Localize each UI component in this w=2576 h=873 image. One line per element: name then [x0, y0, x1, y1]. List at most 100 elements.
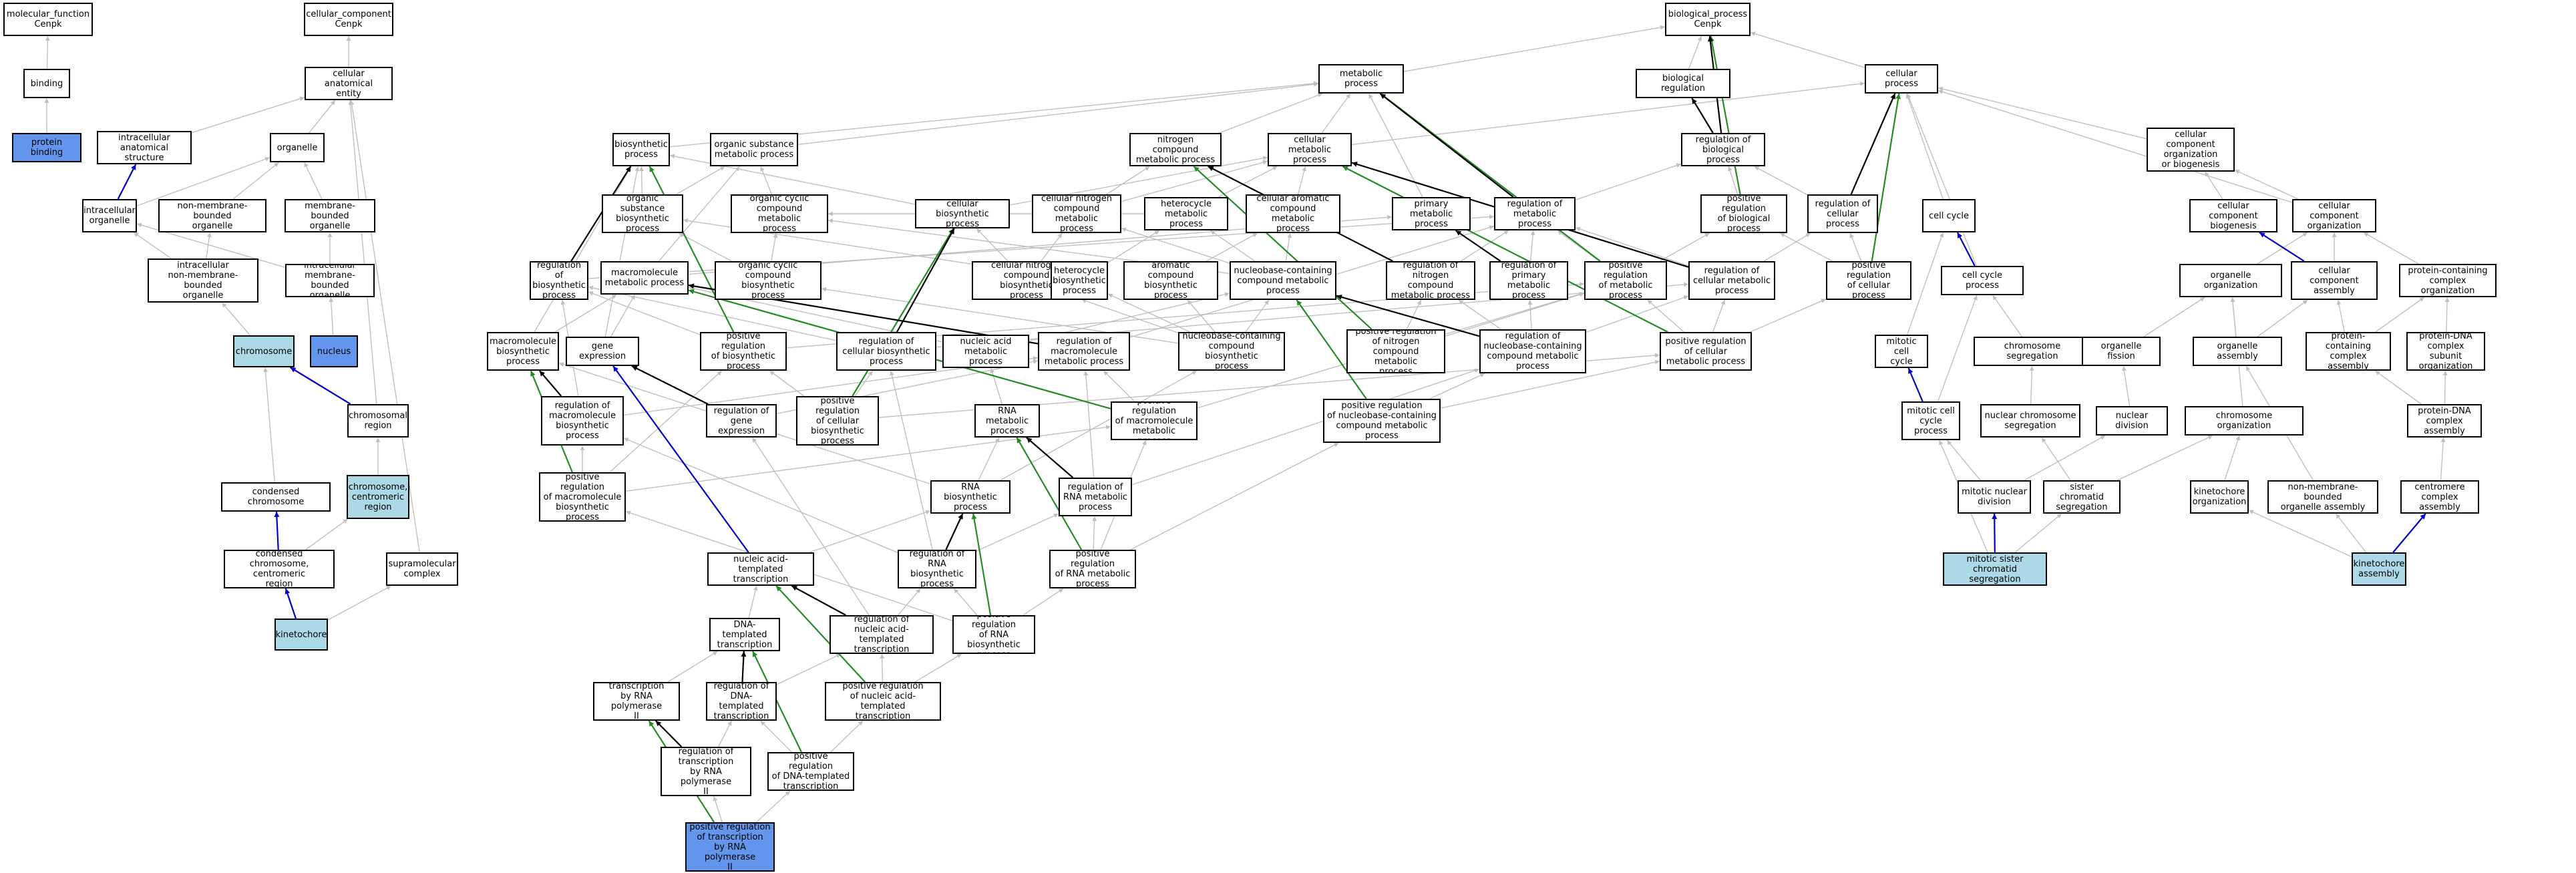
node-rnatt[interactable]: regulation of nucleic acid-templated tra…	[830, 615, 934, 654]
node-rge[interactable]: regulation of gene expression	[706, 404, 777, 438]
node-pdcso[interactable]: protein-DNA complex subunit organization	[2406, 332, 2485, 371]
node-cca2[interactable]: centromere complex assembly	[2400, 480, 2479, 514]
node-prncmp[interactable]: positive regulation of nitrogen compound…	[1346, 329, 1445, 373]
node-geneexp[interactable]: gene expression	[566, 337, 639, 366]
node-chromseg[interactable]: chromosome segregation	[1974, 337, 2091, 366]
node-prcp[interactable]: positive regulation of cellular process	[1826, 261, 1911, 300]
node-rbiosp[interactable]: regulation of biosynthetic process	[530, 261, 588, 300]
node-namp[interactable]: nucleic acid metabolic process	[942, 335, 1029, 368]
node-cca[interactable]: cellular component assembly	[2291, 261, 2378, 300]
node-kinetochore[interactable]: kinetochore	[274, 619, 328, 651]
node-cellcycle[interactable]: cell cycle	[1922, 199, 1976, 232]
node-bioreg[interactable]: biological regulation	[1636, 69, 1730, 98]
node-prrnabp[interactable]: positive regulation of RNA biosynthetic …	[952, 615, 1035, 654]
node-prdnatt[interactable]: positive regulation of DNA-templated tra…	[767, 752, 854, 791]
node-prmp[interactable]: positive regulation of metabolic process	[1584, 261, 1667, 300]
node-pmp[interactable]: primary metabolic process	[1392, 197, 1471, 230]
node-metabolic[interactable]: metabolic process	[1318, 64, 1404, 94]
node-mcc[interactable]: mitotic cell cycle	[1875, 335, 1928, 368]
node-ccob[interactable]: cellular component organization or bioge…	[2147, 128, 2235, 172]
node-osbp[interactable]: organic substance biosynthetic process	[602, 194, 683, 233]
node-prbp[interactable]: positive regulation of biological proces…	[1700, 194, 1787, 233]
node-natrans[interactable]: nucleic acid-templated transcription	[707, 552, 814, 586]
node-bp[interactable]: biological_process Cenpk	[1665, 3, 1751, 36]
node-rmbiosp[interactable]: regulation of macromolecule biosynthetic…	[541, 396, 624, 446]
node-kinassembly[interactable]: kinetochore assembly	[2352, 552, 2406, 586]
node-mf[interactable]: molecular_function Cenpk	[3, 3, 93, 36]
node-rcmp[interactable]: regulation of cellular metabolic process	[1688, 261, 1775, 300]
node-prnatt[interactable]: positive regulation of nucleic acid-temp…	[825, 682, 941, 721]
node-rnamp[interactable]: RNA metabolic process	[974, 404, 1040, 438]
node-chrom_centromeric[interactable]: chromosome, centromeric region	[347, 475, 409, 519]
node-nucdiv[interactable]: nuclear division	[2096, 406, 2168, 435]
node-prmmp[interactable]: positive regulation of macromolecule met…	[1111, 401, 1198, 440]
node-osmp[interactable]: organic substance metabolic process	[710, 133, 798, 166]
node-prtrnap2[interactable]: positive regulation of transcription by …	[685, 822, 775, 872]
node-nbccmp[interactable]: nucleobase-containing compound metabolic…	[1230, 261, 1336, 300]
node-binding[interactable]: binding	[23, 69, 70, 98]
node-protein_binding[interactable]: protein binding	[12, 133, 81, 162]
node-cae[interactable]: cellular anatomical entity	[305, 67, 393, 100]
node-chromosome[interactable]: chromosome	[233, 335, 295, 367]
node-pcco[interactable]: protein-containing complex organization	[2399, 264, 2497, 297]
node-rmmp[interactable]: regulation of macromolecule metabolic pr…	[1038, 332, 1130, 371]
node-rtrnap2[interactable]: regulation of transcription by RNA polym…	[661, 747, 751, 796]
node-prnbccmp[interactable]: positive regulation of nucleobase-contai…	[1323, 399, 1441, 443]
node-prrnamp[interactable]: positive regulation of RNA metabolic pro…	[1049, 550, 1136, 588]
node-dnatrans[interactable]: DNA-templated transcription	[709, 618, 780, 651]
node-supramolecular[interactable]: supramolecular complex	[386, 552, 458, 586]
node-cco[interactable]: cellular component organization	[2292, 199, 2376, 232]
node-cellproc[interactable]: cellular process	[1865, 64, 1938, 94]
node-prbiosp[interactable]: positive regulation of biosynthetic proc…	[700, 332, 787, 371]
node-scs[interactable]: sister chromatid segregation	[2043, 480, 2121, 514]
node-rnabp[interactable]: RNA biosynthetic process	[930, 480, 1010, 514]
node-nmboa[interactable]: non-membrane-bounded organelle assembly	[2267, 480, 2378, 514]
node-imbo[interactable]: intracellular membrane-bounded organelle	[285, 264, 375, 297]
node-rnbccmp[interactable]: regulation of nucleobase-containing comp…	[1479, 329, 1586, 373]
node-mbiosp[interactable]: macromolecule biosynthetic process	[487, 332, 559, 371]
node-pdca[interactable]: protein-DNA complex assembly	[2407, 404, 2482, 438]
node-prmbiosp[interactable]: positive regulation of macromolecule bio…	[539, 472, 626, 522]
node-chrom_region[interactable]: chromosomal region	[347, 404, 409, 438]
node-mccp[interactable]: mitotic cell cycle process	[1901, 401, 1960, 440]
node-mscs[interactable]: mitotic sister chromatid segregation	[1943, 552, 2047, 586]
node-rmp[interactable]: regulation of metabolic process	[1494, 197, 1576, 230]
node-io[interactable]: intracellular organelle	[82, 199, 137, 232]
node-rncmp[interactable]: regulation of nitrogen compound metaboli…	[1386, 261, 1475, 300]
node-prcbp[interactable]: positive regulation of cellular biosynth…	[796, 396, 879, 446]
node-organelle[interactable]: organelle	[270, 133, 325, 162]
node-biosynthetic[interactable]: biosynthetic process	[612, 133, 670, 166]
node-orgfission[interactable]: organelle fission	[2082, 337, 2161, 366]
node-ncmp[interactable]: nitrogen compound metabolic process	[1129, 133, 1222, 166]
node-inmbo[interactable]: intracellular non-membrane-bounded organ…	[148, 258, 258, 303]
node-ias[interactable]: intracellular anatomical structure	[97, 131, 192, 164]
node-ccp[interactable]: cell cycle process	[1941, 266, 2024, 295]
node-occbp[interactable]: organic cyclic compound biosynthetic pro…	[715, 261, 821, 300]
node-orgassembly[interactable]: organelle assembly	[2193, 337, 2282, 366]
node-hmp[interactable]: heterocycle metabolic process	[1144, 197, 1228, 230]
node-occmp[interactable]: organic cyclic compound metabolic proces…	[731, 194, 828, 233]
node-acbp[interactable]: aromatic compound biosynthetic process	[1123, 261, 1218, 300]
node-cmp[interactable]: cellular metabolic process	[1268, 133, 1352, 166]
node-nucleus[interactable]: nucleus	[310, 335, 358, 367]
node-chromorg[interactable]: chromosome organization	[2185, 406, 2304, 435]
node-cncmp[interactable]: cellular nitrogen compound metabolic pro…	[1032, 194, 1121, 233]
node-hbp[interactable]: heterocycle biosynthetic process	[1051, 261, 1108, 300]
node-condensed_chrom[interactable]: condensed chromosome	[221, 482, 331, 512]
node-mmp[interactable]: macromolecule metabolic process	[600, 261, 689, 295]
node-rcbp[interactable]: regulation of cellular biosynthetic proc…	[836, 332, 936, 371]
node-mbo[interactable]: membrane-bounded organelle	[285, 199, 375, 232]
node-rrnamp[interactable]: regulation of RNA metabolic process	[1059, 478, 1132, 516]
node-mnd[interactable]: mitotic nuclear division	[1958, 480, 2031, 514]
node-nmbo[interactable]: non-membrane-bounded organelle	[158, 199, 266, 232]
node-prcmp[interactable]: positive regulation of cellular metaboli…	[1660, 332, 1752, 371]
node-cacmp[interactable]: cellular aromatic compound metabolic pro…	[1246, 194, 1340, 233]
node-nbccbp[interactable]: nucleobase-containing compound biosynthe…	[1178, 332, 1285, 371]
node-rrnabp[interactable]: regulation of RNA biosynthetic process	[898, 550, 976, 588]
node-ccb[interactable]: cellular component biogenesis	[2189, 199, 2277, 232]
node-kinorg[interactable]: kinetochore organization	[2190, 480, 2249, 514]
node-rcp[interactable]: regulation of cellular process	[1807, 194, 1878, 233]
node-rpmp[interactable]: regulation of primary metabolic process	[1489, 261, 1568, 300]
node-cbp[interactable]: cellular biosynthetic process	[915, 199, 1010, 228]
node-oo[interactable]: organelle organization	[2179, 264, 2282, 297]
